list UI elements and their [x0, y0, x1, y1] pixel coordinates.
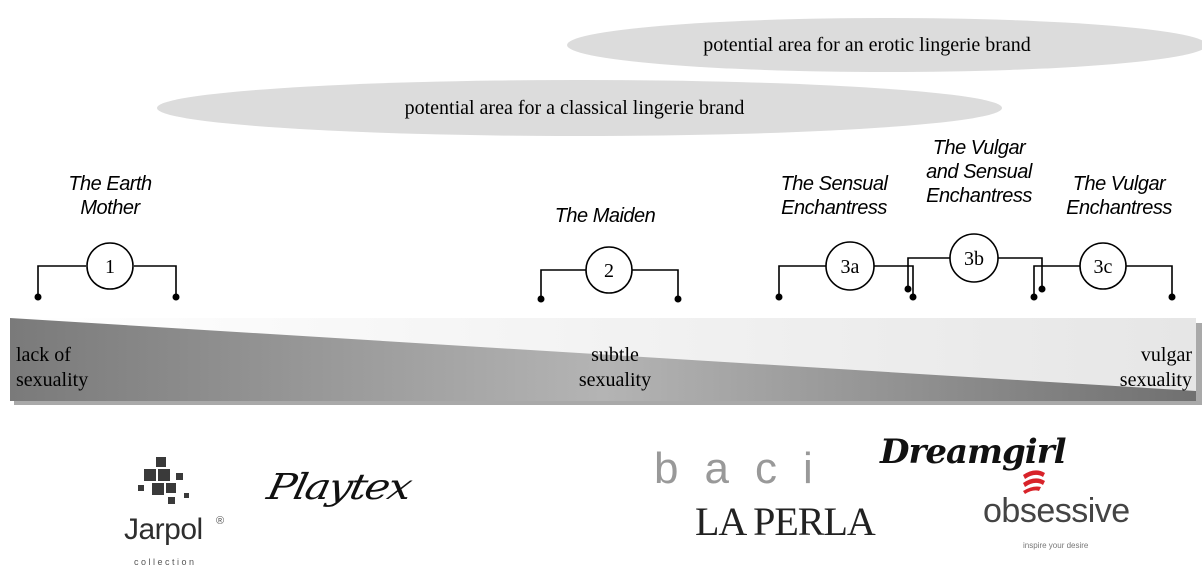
bracket-3b	[907, 257, 1043, 289]
bracket-3a	[778, 265, 914, 297]
playtex-name: Playtex	[263, 465, 415, 508]
jarpol-mark-icon	[138, 457, 189, 504]
scale-right-label: vulgar sexuality	[1120, 343, 1192, 393]
bracket-1-end-left	[34, 293, 42, 301]
archetype-vulgar-sensual-enchantress-line3: Enchantress	[926, 185, 1032, 207]
bracket-2	[540, 269, 679, 299]
archetype-maiden-line1: The Maiden	[554, 205, 656, 227]
obsessive-mark-icon	[1023, 470, 1045, 494]
marker-3c-circle	[1079, 242, 1127, 290]
archetype-earth-mother-line1: The Earth	[68, 173, 152, 195]
archetype-earth-mother-label: The Earth Mother	[40, 172, 180, 220]
bracket-2-end-right	[674, 295, 682, 303]
erotic-brand-zone: potential area for an erotic lingerie br…	[567, 18, 1202, 72]
archetype-brackets: 1 2 3a 3b 3c	[34, 233, 1176, 303]
marker-3c-label: 3c	[1094, 256, 1113, 278]
bracket-1	[37, 265, 177, 297]
archetype-maiden-label: The Maiden	[530, 204, 680, 228]
scale-mid-line2: sexuality	[578, 369, 652, 391]
classical-brand-zone: potential area for a classical lingerie …	[157, 80, 1002, 136]
scale-mid-line1: subtle	[591, 344, 639, 366]
archetype-vulgar-sensual-enchantress-line1: The Vulgar	[932, 137, 1026, 159]
bracket-3c-end-right	[1168, 293, 1176, 301]
archetype-sensual-enchantress-line1: The Sensual	[780, 173, 888, 195]
marker-3b-circle	[949, 233, 999, 283]
jarpol-name: Jarpol	[124, 513, 203, 546]
bracket-2-end-left	[537, 295, 545, 303]
bracket-3a-end-right	[909, 293, 917, 301]
scale-left-line2: sexuality	[16, 369, 89, 391]
baci-logo: baci	[654, 444, 839, 494]
jarpol-logo: Jarpol ® collection	[118, 455, 228, 579]
la-perla-name: LA PERLA	[695, 499, 876, 544]
scale-bar-light-wedge	[10, 318, 1196, 391]
archetype-vulgar-enchantress-line2: Enchantress	[1066, 197, 1172, 219]
archetype-vulgar-sensual-enchantress-label: The Vulgar and Sensual Enchantress	[904, 136, 1054, 208]
erotic-brand-zone-label: potential area for an erotic lingerie br…	[703, 33, 1031, 56]
bracket-3c	[1033, 265, 1173, 297]
bracket-3c-end-left	[1030, 293, 1038, 301]
sexuality-scale-bar	[10, 318, 1202, 405]
jarpol-registered: ®	[216, 515, 225, 527]
archetype-vulgar-sensual-enchantress-line2: and Sensual	[926, 161, 1032, 183]
scale-right-line2: sexuality	[1119, 369, 1192, 391]
marker-3a-label: 3a	[841, 256, 860, 278]
scale-left-line1: lack of	[16, 344, 71, 366]
dreamgirl-name: Dreamgirl	[880, 432, 1067, 472]
obsessive-logo: obsessive inspire your desire	[975, 468, 1130, 568]
archetype-vulgar-enchantress-label: The Vulgar Enchantress	[1044, 172, 1194, 220]
marker-2-circle	[585, 246, 633, 294]
marker-2-label: 2	[604, 260, 614, 282]
scale-left-label: lack of sexuality	[16, 343, 88, 393]
playtex-logo: Playtex	[264, 462, 415, 511]
jarpol-collection: collection	[134, 557, 197, 567]
bracket-3b-end-left	[904, 285, 912, 293]
obsessive-tagline: inspire your desire	[1023, 541, 1089, 550]
archetype-vulgar-enchantress-line1: The Vulgar	[1072, 173, 1166, 195]
dreamgirl-logo: Dreamgirl	[880, 432, 1067, 472]
classical-brand-zone-label: potential area for a classical lingerie …	[404, 96, 745, 119]
bracket-3a-end-left	[775, 293, 783, 301]
scale-right-line1: vulgar	[1140, 344, 1192, 366]
bracket-1-end-right	[172, 293, 180, 301]
bracket-3b-end-right	[1038, 285, 1046, 293]
marker-3b-label: 3b	[964, 248, 984, 270]
baci-name: baci	[654, 444, 839, 493]
marker-1-label: 1	[105, 256, 115, 278]
marker-1-circle	[86, 242, 134, 290]
marker-3a-circle	[825, 241, 875, 291]
archetype-sensual-enchantress-label: The Sensual Enchantress	[764, 172, 904, 220]
archetype-earth-mother-line2: Mother	[80, 197, 140, 219]
obsessive-name: obsessive	[983, 492, 1130, 530]
archetype-sensual-enchantress-line2: Enchantress	[781, 197, 887, 219]
scale-mid-label: subtle sexuality	[540, 343, 690, 393]
la-perla-logo: LA PERLA	[695, 498, 876, 545]
